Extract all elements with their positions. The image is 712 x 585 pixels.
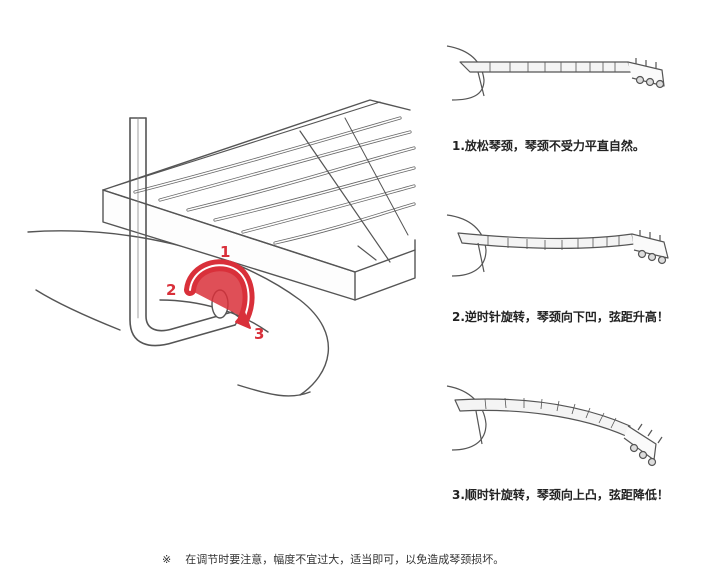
- fretboard: [102, 99, 416, 301]
- note-mark: ※: [162, 553, 172, 566]
- rotation-number-1: 1: [220, 243, 230, 261]
- main-illustration: [27, 99, 416, 397]
- neck-diagram-straight: [446, 45, 665, 101]
- step-1-caption: 1.放松琴颈，琴颈不受力平直自然。: [452, 139, 645, 153]
- note-text: 在调节时要注意，幅度不宜过大，适当即可，以免造成琴颈损坏。: [185, 553, 505, 566]
- footer-note: ※ 在调节时要注意，幅度不宜过大，适当即可，以免造成琴颈损坏。: [162, 551, 504, 567]
- rotation-arrow: [184, 259, 255, 329]
- step-2-caption: 2.逆时针旋转，琴颈向下凹，弦距升高！: [452, 310, 669, 324]
- guitar-body-outline: [27, 230, 329, 396]
- step-3-caption: 3.顺时针旋转，琴颈向上凸，弦距降低！: [452, 488, 669, 502]
- guitar-body-inner-line: [35, 289, 121, 331]
- rotation-number-3: 3: [254, 325, 264, 343]
- neck-diagram-convex: [446, 385, 663, 467]
- rotation-number-2: 2: [166, 281, 176, 299]
- neck-diagram-concave: [446, 214, 669, 277]
